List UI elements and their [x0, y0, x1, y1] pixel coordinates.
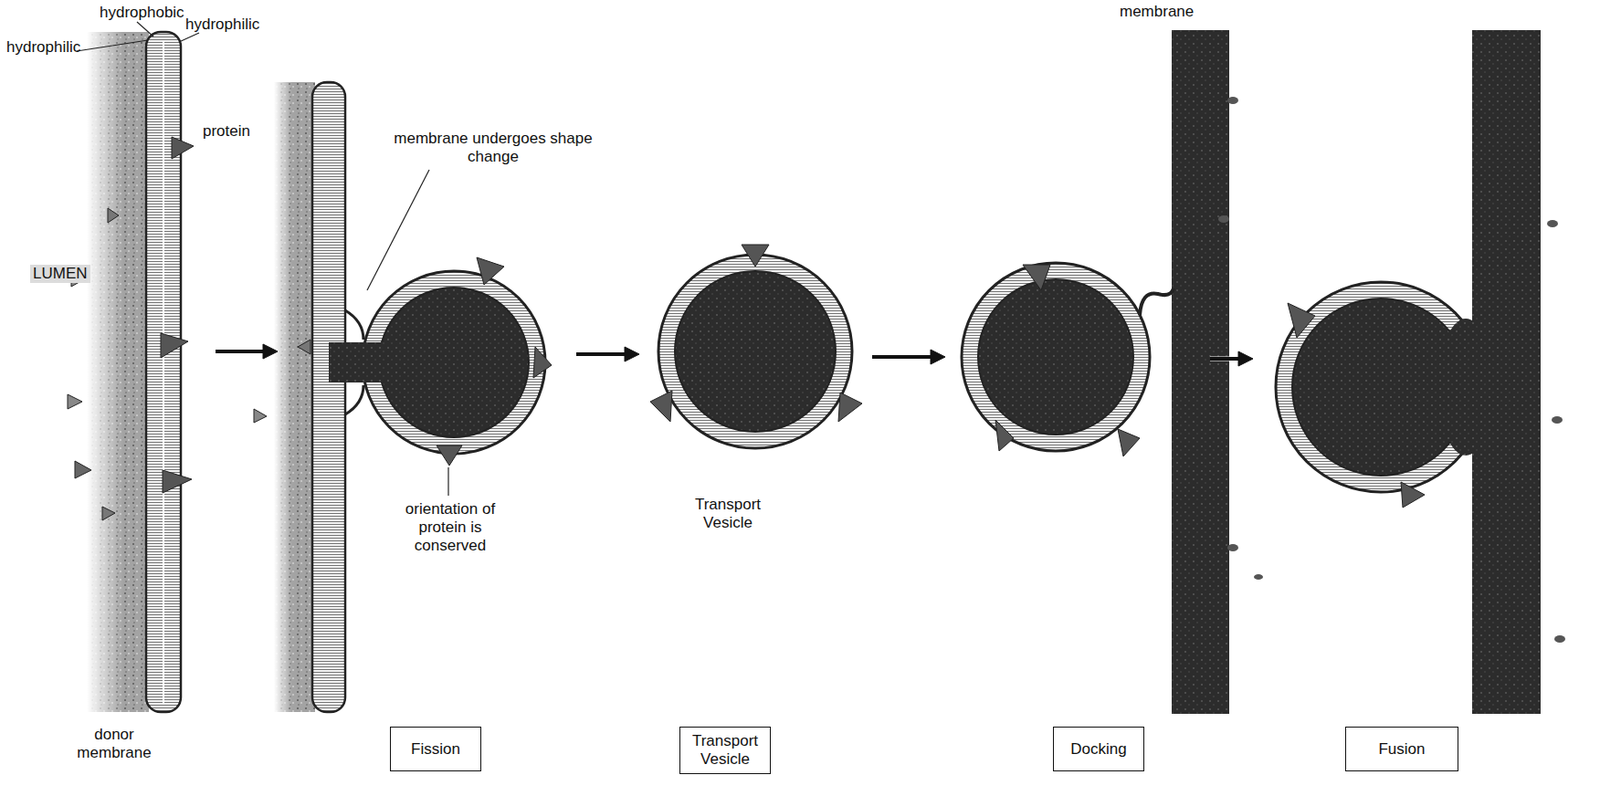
protein-symbol: [533, 347, 552, 379]
layer-label: hydrophobic: [99, 3, 185, 22]
docking-illustration: [961, 30, 1264, 715]
layer-label: hydrophilic: [185, 15, 260, 34]
part-label: Transport Vesicle: [682, 495, 774, 533]
transport-vesicle-illustration: [650, 244, 863, 449]
vesicle-lumen: [674, 271, 836, 432]
protein-symbol: [741, 244, 769, 267]
fusion-pore: [1438, 318, 1494, 456]
part-label: donor membrane: [73, 726, 156, 763]
membrane-dot: [1554, 635, 1566, 643]
step-arrow: [1210, 357, 1241, 362]
protein-symbol: [1287, 303, 1316, 338]
protein-symbol: [102, 506, 116, 521]
membrane-dot: [1253, 574, 1264, 580]
step-arrow: [1210, 357, 1241, 361]
protein-symbol: [160, 333, 189, 358]
protein-symbol: [476, 257, 505, 285]
vesicle-lumen: [378, 287, 529, 438]
protein-symbol: [297, 339, 311, 355]
part-label: membrane: [1119, 2, 1194, 22]
protein-symbol: [1400, 482, 1425, 508]
protein-symbol: [74, 461, 92, 479]
step-arrow: [872, 355, 933, 359]
protein-symbol: [436, 445, 463, 466]
fission-illustration: [253, 82, 552, 713]
leader-line: [447, 467, 449, 496]
arrowhead: [624, 347, 640, 362]
protein-symbol: [171, 136, 194, 159]
stage-label: Docking: [1064, 740, 1132, 759]
protein-symbol: [253, 409, 267, 423]
vesicle-membrane: [658, 254, 853, 449]
stage-box: Transport Vesicle: [679, 726, 771, 775]
membrane-dot: [1227, 544, 1239, 552]
membrane-dot: [1227, 96, 1239, 105]
step-arrow: [576, 352, 627, 357]
part-label: protein: [202, 122, 251, 141]
lumen-fade: [86, 31, 124, 713]
protein-symbol: [1117, 429, 1140, 457]
protein-symbol: [838, 392, 863, 422]
stage-box: Fission: [389, 726, 482, 772]
arrowhead: [1238, 351, 1253, 367]
lumen-fade: [273, 82, 293, 713]
note-label: orientation of protein is conserved: [390, 500, 510, 556]
membrane-dot: [1547, 220, 1558, 228]
stage-label: Transport Vesicle: [680, 732, 770, 769]
stage-label: Fusion: [1372, 740, 1431, 759]
lipid-bilayer: [146, 31, 181, 713]
arrowhead: [930, 349, 946, 365]
lumen-stipple: [273, 82, 316, 713]
protein-symbol: [67, 394, 83, 410]
layer-label: hydrophilic: [6, 38, 81, 57]
note-label: membrane undergoes shape change: [383, 129, 603, 167]
arrowhead: [263, 344, 278, 359]
region-label: LUMEN: [30, 264, 91, 284]
protein-symbol: [107, 208, 119, 223]
bilayer-midline: [162, 41, 165, 704]
target-membrane: [1171, 30, 1230, 715]
leader-line: [76, 40, 148, 52]
membrane-dot: [1218, 215, 1230, 223]
stage-box: Fusion: [1345, 726, 1459, 772]
protein-symbol: [650, 390, 673, 422]
stage-label: Fission: [405, 740, 466, 759]
vesicle-membrane: [362, 271, 546, 454]
donor-membrane: [67, 31, 194, 713]
lipid-bilayer: [312, 82, 346, 713]
vesicle-lumen: [978, 279, 1134, 435]
fusion-illustration: [1275, 30, 1566, 715]
vesicle-neck: [328, 342, 384, 383]
step-arrows: [215, 344, 1253, 367]
step-arrow: [215, 349, 265, 354]
membrane-dot: [1551, 416, 1563, 424]
leader-line: [367, 169, 430, 291]
protein-symbol: [162, 470, 192, 494]
leader-line: [178, 32, 200, 43]
vesicle-membrane: [961, 263, 1150, 452]
stage-box: Docking: [1052, 726, 1145, 772]
protein-symbol: [995, 420, 1014, 452]
neck-curve: [345, 310, 364, 340]
protein-symbol: [1022, 264, 1051, 291]
docking-tether: [1139, 288, 1174, 316]
leader-line: [136, 21, 154, 37]
neck-curve: [345, 385, 364, 415]
lumen-stipple: [86, 31, 149, 713]
